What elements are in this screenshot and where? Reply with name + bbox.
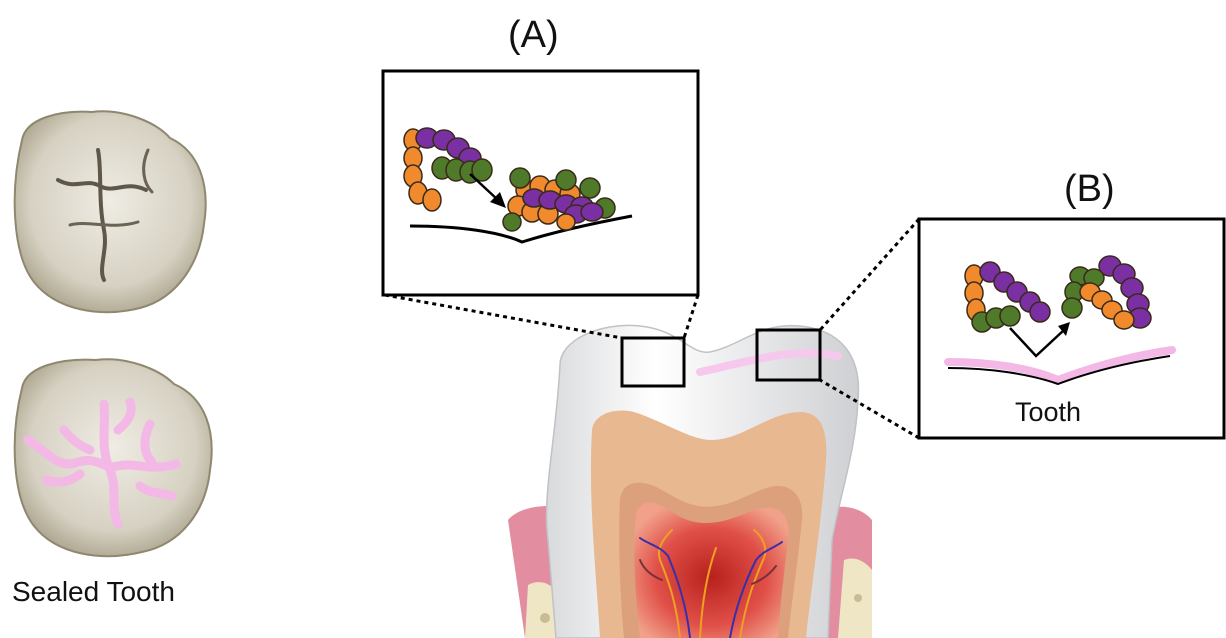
inset-panel-a bbox=[383, 71, 698, 295]
sealed-molar bbox=[15, 359, 212, 556]
tooth-cross-section bbox=[508, 325, 872, 638]
panel-a-label: (A) bbox=[508, 14, 559, 57]
sealed-tooth-label: Sealed Tooth bbox=[12, 576, 175, 608]
panel-b-label: (B) bbox=[1064, 168, 1115, 211]
unsealed-molar bbox=[15, 111, 206, 312]
tooth-label: Tooth bbox=[1015, 397, 1081, 428]
